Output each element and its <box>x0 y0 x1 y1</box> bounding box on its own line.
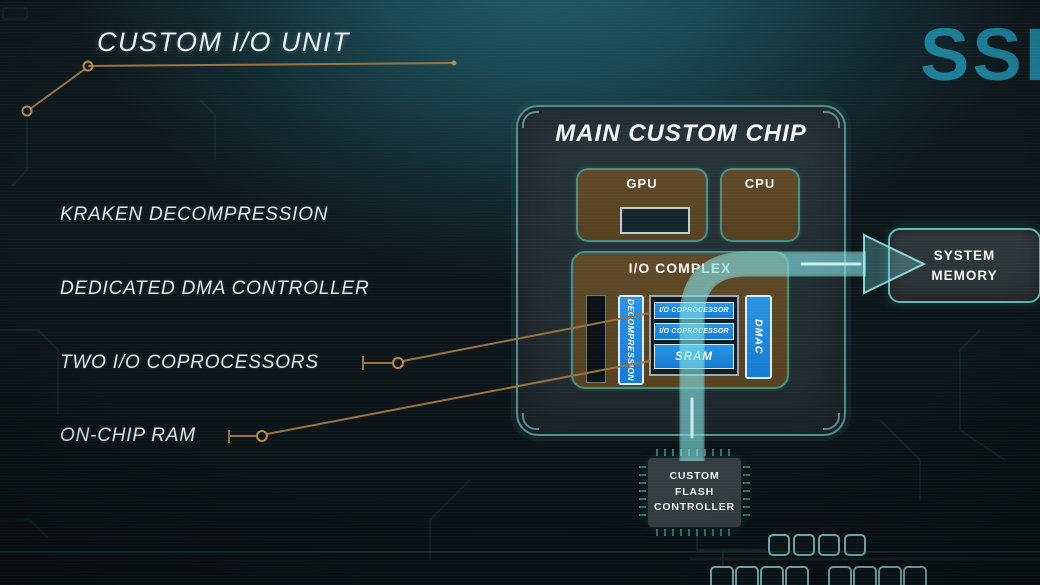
sram-block: SRAM <box>654 344 734 369</box>
main-custom-chip-box: MAIN CUSTOM CHIP GPU CPU I/O COMPLEX DEC… <box>516 105 846 436</box>
flash-controller-label-line1: CUSTOM <box>669 469 720 482</box>
chip-corner-accent <box>823 111 840 128</box>
feature-kraken-decompression: KRAKEN DECOMPRESSION <box>60 204 329 225</box>
io-coprocessor-block-1: I/O COPROCESSOR <box>654 302 734 319</box>
ssd-pad <box>768 534 790 556</box>
feature-dedicated-dma-controller: DEDICATED DMA CONTROLLER <box>60 278 370 299</box>
ssd-pad <box>710 566 734 585</box>
ssd-pad <box>878 566 902 585</box>
dmac-label: DMAC <box>752 319 765 355</box>
ssd-pad <box>844 534 866 556</box>
io-complex-block: I/O COMPLEX DECOMPRESSION I/O COPROCESSO… <box>571 251 789 389</box>
io-complex-label: I/O COMPLEX <box>628 260 732 276</box>
main-chip-title: MAIN CUSTOM CHIP <box>555 120 807 147</box>
decompression-label: DECOMPRESSION <box>626 298 636 382</box>
ssd-pad <box>903 566 927 585</box>
gpu-block: GPU <box>576 168 708 242</box>
page-title: CUSTOM I/O UNIT <box>97 27 351 57</box>
chip-corner-accent <box>823 413 840 430</box>
flash-controller-label-line2: FLASH <box>675 485 714 498</box>
chip-pins-top <box>656 449 733 456</box>
ssd-pad <box>853 566 877 585</box>
system-memory-box: SYSTEM MEMORY <box>888 228 1040 303</box>
chip-corner-accent <box>522 111 539 128</box>
gpu-label: GPU <box>626 176 658 191</box>
ssd-pad <box>793 534 815 556</box>
system-memory-label-line2: MEMORY <box>931 267 998 283</box>
cpu-label: CPU <box>744 176 776 191</box>
flash-controller-label-line3: CONTROLLER <box>654 501 735 514</box>
ssd-title: SSD <box>920 13 1040 96</box>
coprocessor-sram-panel: I/O COPROCESSOR I/O COPROCESSOR SRAM <box>649 295 739 376</box>
chip-pins-right <box>743 466 750 519</box>
io-coprocessor-block-2: I/O COPROCESSOR <box>654 323 734 340</box>
ssd-pad <box>828 566 852 585</box>
feature-on-chip-ram: ON-CHIP RAM <box>60 425 196 446</box>
system-memory-label-line1: SYSTEM <box>933 247 996 263</box>
custom-flash-controller-box: CUSTOM FLASH CONTROLLER <box>639 449 750 536</box>
ssd-pad <box>760 566 784 585</box>
ssd-pad <box>818 534 840 556</box>
chip-pins-bottom <box>656 529 733 536</box>
ssd-pad <box>735 566 759 585</box>
cpu-block: CPU <box>720 168 800 242</box>
decompression-block: DECOMPRESSION <box>618 295 644 385</box>
chip-corner-accent <box>522 413 539 430</box>
dmac-block: DMAC <box>745 295 772 379</box>
io-complex-slot-rect <box>586 295 606 383</box>
gpu-die-rect <box>620 207 690 234</box>
chip-pins-left <box>639 466 646 519</box>
ssd-pad <box>785 566 809 585</box>
feature-two-io-coprocessors: TWO I/O COPROCESSORS <box>60 352 319 373</box>
